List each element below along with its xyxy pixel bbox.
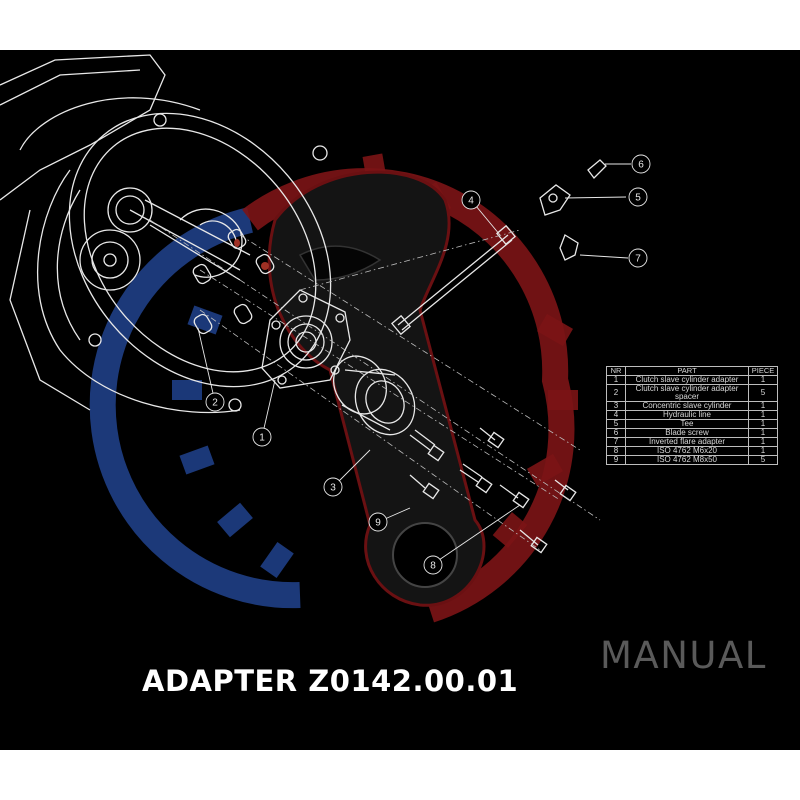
gearbox-housing bbox=[0, 54, 332, 414]
callout-circle bbox=[628, 248, 648, 268]
bolts bbox=[409, 427, 577, 554]
callout-number: 6 bbox=[638, 160, 644, 171]
callout-7: 7 bbox=[628, 248, 648, 268]
callout-number: 5 bbox=[635, 193, 641, 204]
adapter-plate bbox=[261, 289, 351, 389]
callout-circle bbox=[252, 427, 272, 447]
page-title: ADAPTER Z0142.00.01 bbox=[142, 664, 519, 698]
callout-3: 3 bbox=[323, 477, 343, 497]
callout-circle bbox=[631, 154, 651, 174]
cell-part: Clutch slave cylinder adapter spacer bbox=[625, 384, 749, 402]
spacers bbox=[192, 228, 275, 335]
callout-5: 5 bbox=[628, 187, 648, 207]
spacer-highlights bbox=[234, 239, 269, 270]
cell-nr: 9 bbox=[606, 455, 626, 465]
assembly-axes bbox=[149, 219, 601, 551]
logo-connecting-rod bbox=[267, 170, 486, 607]
callout-9: 9 bbox=[368, 512, 388, 532]
callout-circle bbox=[205, 392, 225, 412]
callout-number: 1 bbox=[259, 433, 265, 444]
cell-piece: 1 bbox=[748, 375, 778, 385]
callout-8: 8 bbox=[423, 555, 443, 575]
cell-nr: 2 bbox=[606, 384, 626, 402]
cell-piece: 5 bbox=[748, 455, 778, 465]
manual-watermark: MANUAL bbox=[600, 634, 767, 677]
callout-number: 4 bbox=[468, 196, 474, 207]
cell-piece: 5 bbox=[748, 384, 778, 402]
callout-number: 8 bbox=[430, 561, 436, 572]
cell-nr: 1 bbox=[606, 375, 626, 385]
callout-1: 1 bbox=[252, 427, 272, 447]
callout-number: 9 bbox=[375, 518, 381, 529]
callout-4: 4 bbox=[461, 190, 481, 210]
callout-number: 7 bbox=[635, 254, 641, 265]
callout-6: 6 bbox=[631, 154, 651, 174]
callout-circle bbox=[423, 555, 443, 575]
callout-circle bbox=[323, 477, 343, 497]
callout-circle bbox=[461, 190, 481, 210]
callout-number: 2 bbox=[212, 398, 218, 409]
callout-number: 3 bbox=[330, 483, 336, 494]
callout-2: 2 bbox=[205, 392, 225, 412]
callout-circle bbox=[368, 512, 388, 532]
slave-cylinder bbox=[333, 355, 416, 436]
callout-circle bbox=[628, 187, 648, 207]
hydraulic-parts bbox=[390, 159, 607, 336]
cell-part: ISO 4762 M8x50 bbox=[625, 455, 749, 465]
